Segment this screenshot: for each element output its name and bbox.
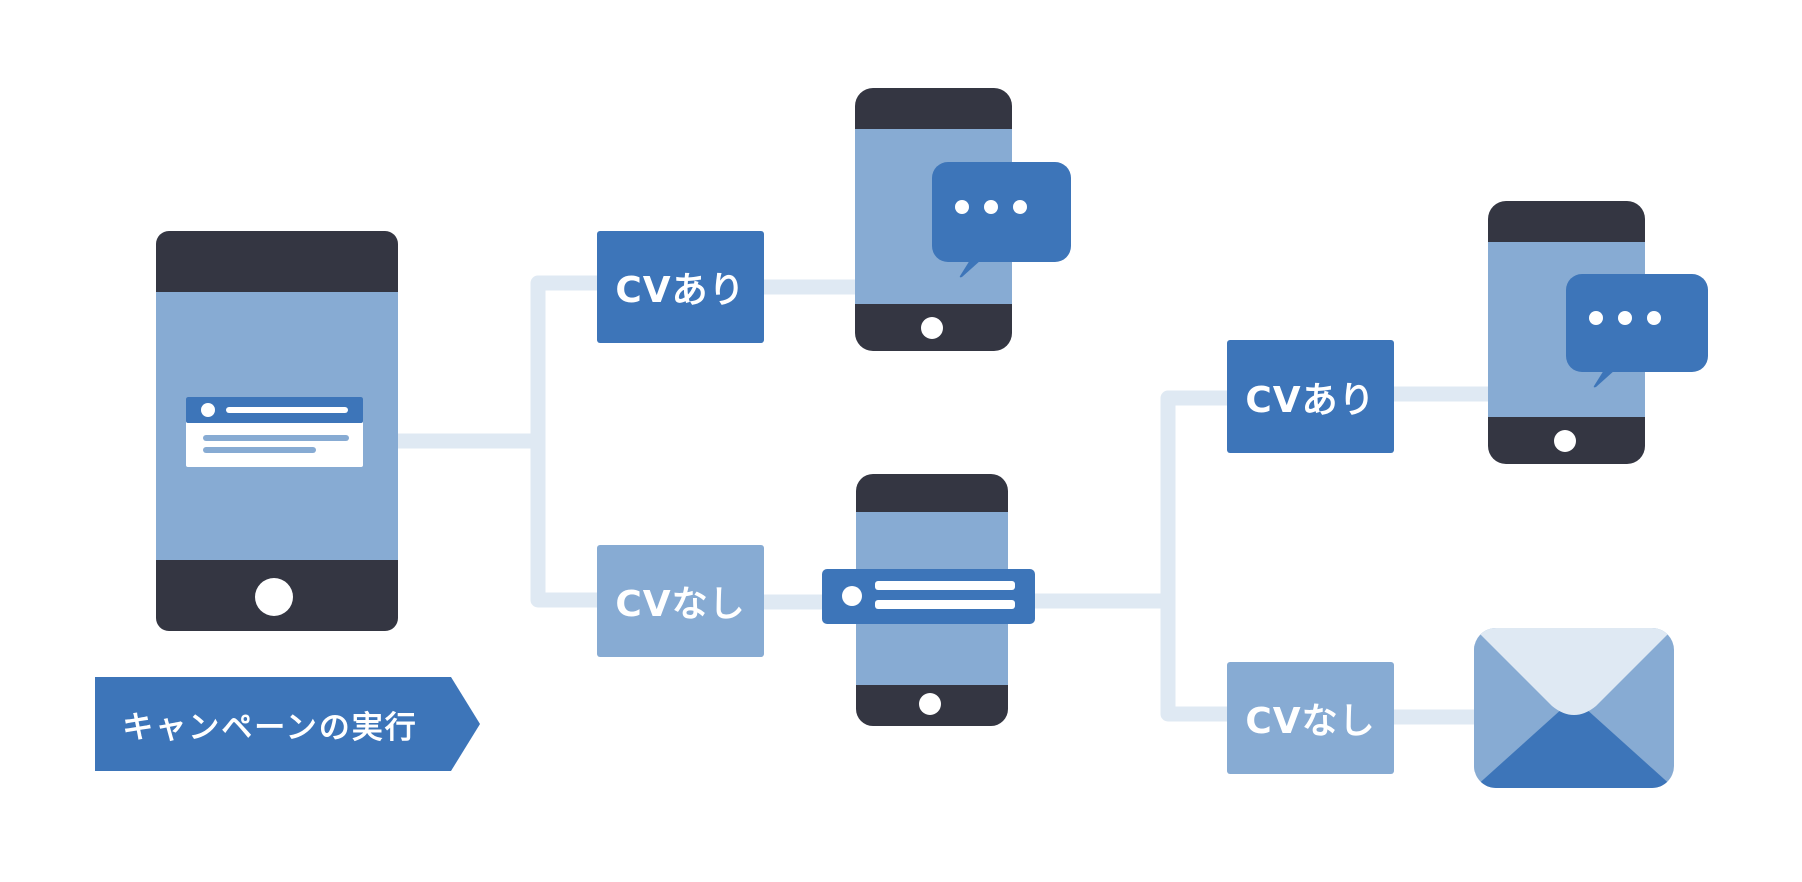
tablet-icon: [156, 231, 398, 631]
smartphone-with-notification-icon: [822, 474, 1035, 726]
smartphone-with-chat-icon-2: [1488, 201, 1708, 464]
branch1-cv-no-box: CVなし: [597, 545, 764, 657]
branch1-cv-no-label: CVなし: [615, 584, 746, 625]
branch2-cv-yes-label: CVあり: [1245, 379, 1376, 421]
branch1-cv-yes-label: CVあり: [615, 270, 746, 311]
campaign-execution-banner: キャンペーンの実行: [95, 675, 480, 773]
branch2-cv-no-box: CVなし: [1227, 662, 1394, 774]
branch1-cv-yes-box: CVあり: [597, 231, 764, 343]
campaign-execution-label: キャンペーンの実行: [122, 709, 418, 746]
smartphone-with-chat-icon: [855, 88, 1071, 351]
chat-bubble-icon: [932, 162, 1071, 278]
connector-branch1-split: [530, 275, 600, 608]
branch2-cv-yes-box: CVあり: [1227, 340, 1394, 453]
chat-bubble-icon: [1566, 274, 1708, 388]
push-notification-icon: [822, 569, 1035, 624]
connector-branch2-split: [1160, 390, 1230, 722]
campaign-card-icon: [186, 397, 363, 467]
branch2-cv-no-label: CVなし: [1245, 701, 1376, 742]
envelope-icon: [1474, 628, 1674, 788]
